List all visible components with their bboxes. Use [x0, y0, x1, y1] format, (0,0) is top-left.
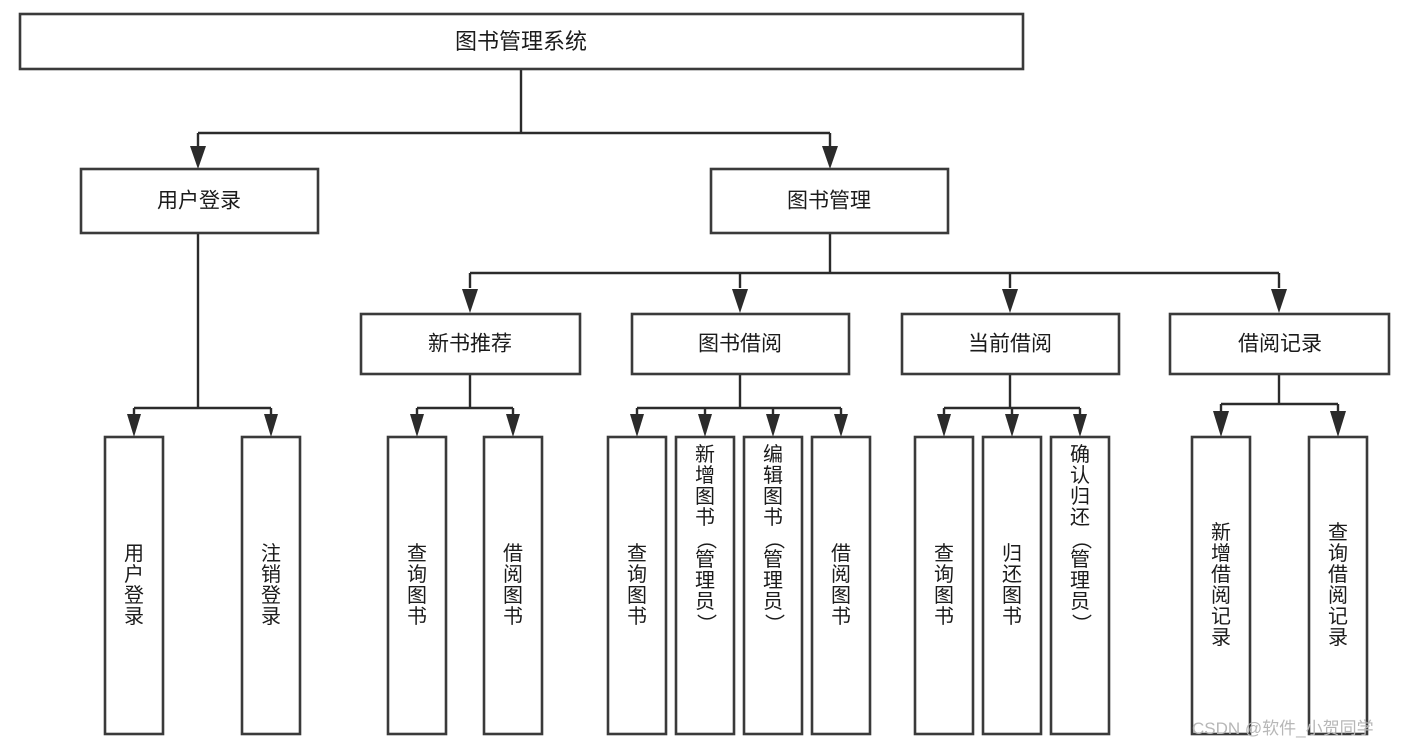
connector-group-user-login: [127, 233, 278, 437]
arrowhead-borrow-leaf-1: [630, 414, 644, 437]
leaf-box-book-borrow-4[interactable]: [810, 435, 872, 736]
leaf-box-new-book-1[interactable]: [386, 435, 448, 736]
connector-group-root: [190, 70, 838, 169]
node-new-book-recommend-box[interactable]: [359, 312, 582, 376]
connector-group-borrow-record: [1213, 375, 1346, 437]
node-borrow-record-box[interactable]: [1168, 312, 1391, 376]
node-new-book-recommend[interactable]: 新书推荐: [359, 312, 582, 376]
leaf-box-current-borrow-3[interactable]: [1049, 435, 1111, 736]
arrowhead-new-book: [462, 289, 478, 313]
arrowhead-current-leaf-1: [937, 414, 951, 437]
arrowhead-user-leaf-2: [264, 414, 278, 437]
node-book-borrow-box[interactable]: [630, 312, 851, 376]
node-book-borrow[interactable]: 图书借阅: [630, 312, 851, 376]
leaf-box-user-login-2[interactable]: [240, 435, 302, 736]
leaf-box-current-borrow-1[interactable]: [913, 435, 975, 736]
node-book-manage-box[interactable]: [709, 167, 950, 235]
connector-group-current-borrow: [937, 375, 1087, 437]
node-user-login[interactable]: 用户登录: [79, 167, 320, 235]
arrowhead-borrow-leaf-2: [698, 414, 712, 437]
leaf-box-current-borrow-2[interactable]: [981, 435, 1043, 736]
watermark-label: CSDN @软件_小贺同学: [1192, 719, 1374, 738]
arrowhead-borrow-record: [1271, 289, 1287, 313]
node-book-manage-label: 图书管理: [787, 190, 871, 213]
node-root-box[interactable]: [18, 12, 1025, 71]
arrowhead-book-borrow: [732, 289, 748, 313]
arrowhead-newbook-leaf-1: [410, 414, 424, 437]
node-borrow-record-label: 借阅记录: [1238, 333, 1322, 356]
node-borrow-record[interactable]: 借阅记录: [1168, 312, 1391, 376]
leaf-box-new-book-2[interactable]: [482, 435, 544, 736]
arrowhead-current-leaf-3: [1073, 414, 1087, 437]
arrowhead-to-book-manage: [822, 146, 838, 169]
arrowhead-current-leaf-2: [1005, 414, 1019, 437]
node-current-borrow-box[interactable]: [900, 312, 1121, 376]
node-root-label: 图书管理系统: [455, 29, 587, 54]
arrowhead-borrow-leaf-3: [766, 414, 780, 437]
arrowhead-borrow-leaf-4: [834, 414, 848, 437]
node-user-login-box[interactable]: [79, 167, 320, 235]
arrowhead-current-borrow: [1002, 289, 1018, 313]
node-book-manage[interactable]: 图书管理: [709, 167, 950, 235]
node-new-book-recommend-label: 新书推荐: [428, 333, 512, 356]
arrowhead-user-leaf-1: [127, 414, 141, 437]
leaf-box-book-borrow-1[interactable]: [606, 435, 668, 736]
node-current-borrow[interactable]: 当前借阅: [900, 312, 1121, 376]
connector-group-book-manage: [462, 233, 1287, 313]
leaf-box-book-borrow-2[interactable]: [674, 435, 736, 736]
leaf-box-borrow-record-1[interactable]: [1190, 435, 1252, 736]
leaf-box-user-login-1[interactable]: [103, 435, 165, 736]
node-root-system[interactable]: 图书管理系统: [18, 12, 1025, 71]
node-user-login-label: 用户登录: [157, 190, 241, 213]
node-book-borrow-label: 图书借阅: [698, 333, 782, 356]
leaf-box-borrow-record-2[interactable]: [1307, 435, 1369, 736]
arrowhead-to-user-login: [190, 146, 206, 169]
connector-group-new-book: [410, 375, 520, 437]
arrowhead-record-leaf-1: [1213, 411, 1229, 437]
leaf-box-book-borrow-3[interactable]: [742, 435, 804, 736]
arrowhead-newbook-leaf-2: [506, 414, 520, 437]
connector-group-book-borrow: [630, 375, 848, 437]
node-current-borrow-label: 当前借阅: [968, 333, 1052, 356]
arrowhead-record-leaf-2: [1330, 411, 1346, 437]
